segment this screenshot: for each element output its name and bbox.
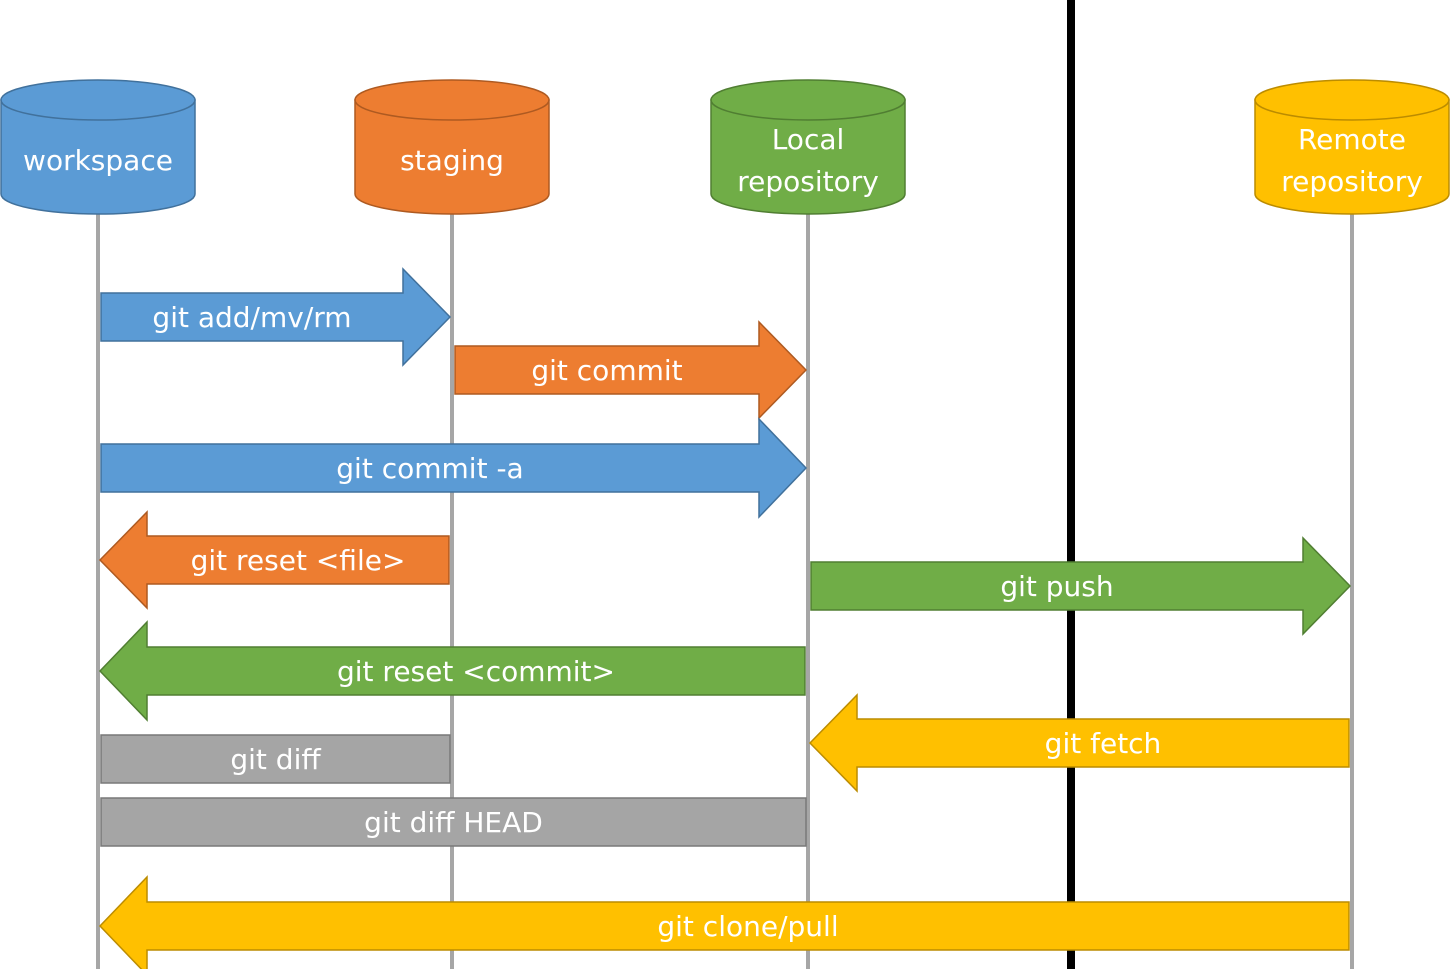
git-reset-commit-arrow: git reset <commit> [98,620,806,722]
git-commit-label: git commit [531,354,682,387]
git-reset-file-label: git reset <file> [191,544,406,577]
git-commit-arrow-shape [454,320,808,420]
workspace-store: workspace [0,79,196,215]
git-reset-commit-label: git reset <commit> [337,655,615,688]
remote-repository-label-line: repository [1281,165,1423,198]
workspace-label-line: workspace [23,144,173,177]
git-diff-head-arrow: git diff HEAD [100,797,807,847]
git-fetch-label: git fetch [1045,727,1162,760]
git-diff-arrow: git diff [100,734,451,784]
workspace-cylinder-body [0,99,196,215]
stores: workspace staging Local repository Remote rep… [0,79,1450,215]
git-commit-a-arrow: git commit -a [100,417,808,519]
git-fetch-arrow: git fetch [808,693,1350,793]
local-repository-label-line: Local [772,123,845,156]
git-reset-file-arrow: git reset <file> [98,510,450,610]
git-commit-a-label: git commit -a [336,452,523,485]
staging-store: staging [354,79,550,215]
local-repository-label-line: repository [737,165,879,198]
git-diff-bar-shape [100,734,451,784]
git-fetch-arrow-shape [808,693,1350,793]
git-clone-pull-arrow: git clone/pull [98,875,1350,969]
git-reset-file-arrow-shape [98,510,450,610]
staging-label-line: staging [400,144,504,177]
staging-cylinder-top [354,79,550,121]
git-diff-head-label: git diff HEAD [364,806,543,839]
git-commit-a-arrow-shape [100,417,808,519]
remote-repository-cylinder-body [1254,99,1450,215]
remote-repository-label-line: Remote [1298,123,1406,156]
git-add-arrow-shape [100,267,452,367]
git-diff-head-bar-shape [100,797,807,847]
git-reset-commit-arrow-shape [98,620,806,722]
git-diff-label: git diff [230,743,321,776]
git-add-arrow: git add/mv/rm [100,267,452,367]
git-push-arrow: git push [810,536,1352,636]
remote-repository-store: Remote repository [1254,79,1450,215]
local-repository-store: Local repository [710,79,906,215]
git-push-label: git push [1000,570,1113,603]
git-add-label: git add/mv/rm [152,301,351,334]
git-clone-pull-arrow-shape [98,875,1350,969]
local-repository-cylinder-body [710,99,906,215]
git-clone-pull-label: git clone/pull [657,910,838,943]
local-repository-cylinder-top [710,79,906,121]
commands: git add/mv/rm git commit git commit -a git … [98,267,1352,969]
workspace-cylinder-top [0,79,196,121]
git-commit-arrow: git commit [454,320,808,420]
git-push-arrow-shape [810,536,1352,636]
staging-cylinder-body [354,99,550,215]
remote-repository-cylinder-top [1254,79,1450,121]
